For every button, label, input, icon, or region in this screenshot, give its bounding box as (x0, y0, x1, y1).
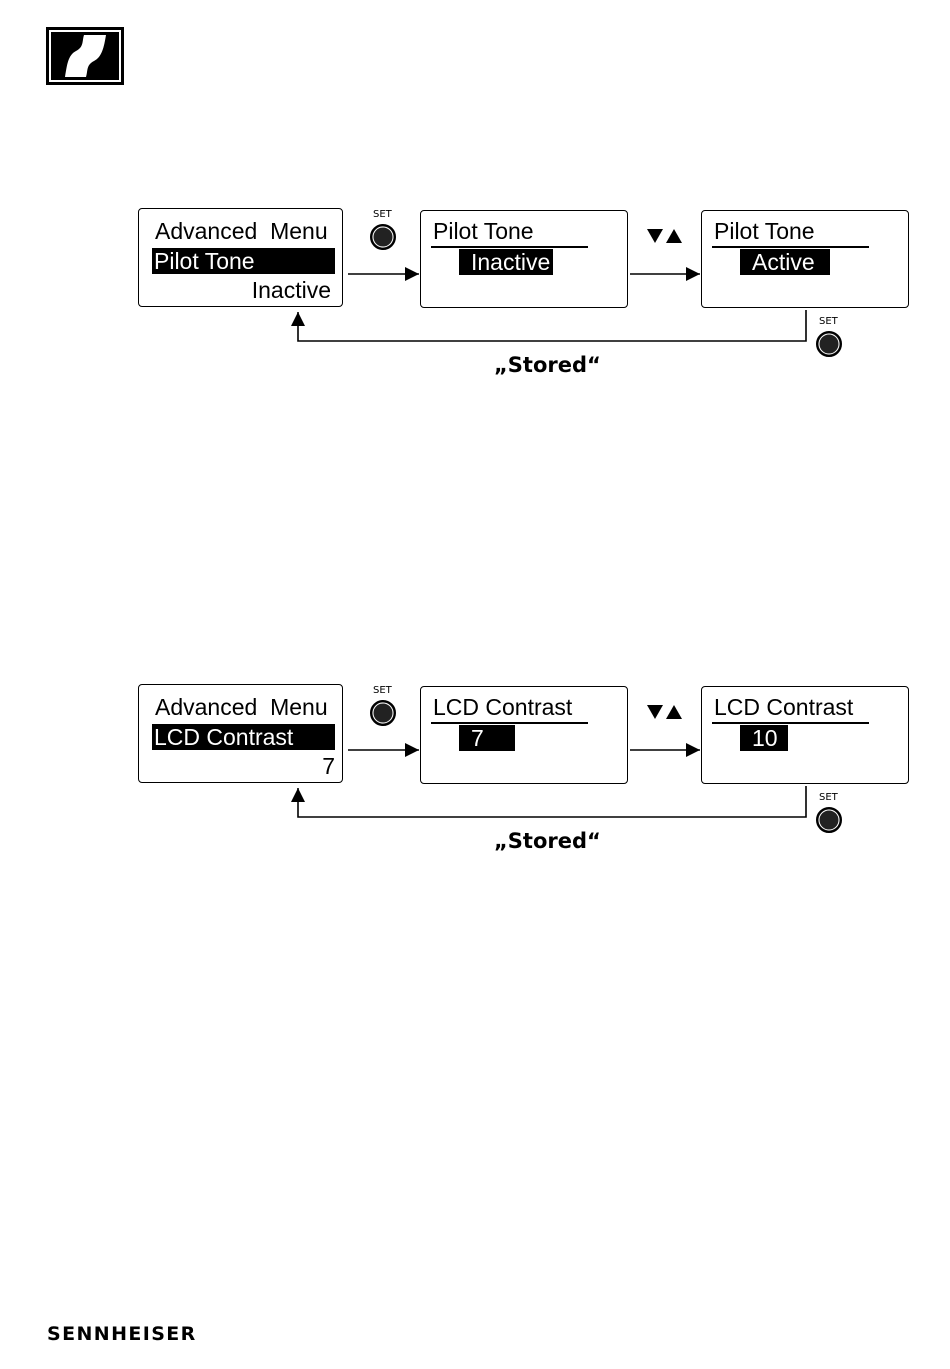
menu-title: Advanced Menu (155, 218, 328, 244)
return-arrow (298, 310, 806, 341)
set-label: SET (373, 209, 392, 221)
lcd-menu-screen: Advanced Menu Pilot Tone Inactive (138, 208, 343, 307)
pilot-tone-diagram: SET SET Advanced Menu Pilot Tone Inactiv… (0, 200, 950, 400)
edit-title: Pilot Tone (714, 218, 815, 244)
edit-value: Active (740, 249, 830, 275)
title-underline (712, 246, 869, 248)
edit-title: LCD Contrast (433, 694, 572, 720)
set-label: SET (373, 685, 392, 697)
menu-item-highlighted: Pilot Tone (152, 248, 335, 274)
edit-title: Pilot Tone (433, 218, 534, 244)
title-underline (431, 246, 588, 248)
title-underline (431, 722, 588, 724)
edit-title: LCD Contrast (714, 694, 853, 720)
menu-item-highlighted: LCD Contrast (152, 724, 335, 750)
down-up-triangles-icon (647, 229, 682, 243)
lcd-changed-screen: LCD Contrast 10 (701, 686, 909, 784)
edit-value: 7 (459, 725, 515, 751)
edit-value: Inactive (459, 249, 553, 275)
set-button-icon (817, 808, 841, 832)
set-button-icon (371, 701, 395, 725)
stored-label: „Stored“ (494, 829, 601, 853)
return-arrow (298, 786, 806, 817)
lcd-contrast-diagram: SET SET Advanced Menu LCD Contrast 7 LCD… (0, 676, 950, 876)
set-label: SET (819, 792, 838, 804)
down-up-triangles-icon (647, 705, 682, 719)
lcd-edit-screen: LCD Contrast 7 (420, 686, 628, 784)
menu-title: Advanced Menu (155, 694, 328, 720)
edit-value: 10 (740, 725, 788, 751)
title-underline (712, 722, 869, 724)
menu-value: Inactive (252, 277, 331, 303)
lcd-changed-screen: Pilot Tone Active (701, 210, 909, 308)
sennheiser-wordmark: SENNHEISER (47, 1323, 197, 1345)
sennheiser-logo (46, 27, 124, 90)
menu-value: 7 (322, 753, 335, 779)
stored-label: „Stored“ (494, 353, 601, 377)
set-label: SET (819, 316, 838, 328)
set-button-icon (371, 225, 395, 249)
lcd-menu-screen: Advanced Menu LCD Contrast 7 (138, 684, 343, 783)
lcd-edit-screen: Pilot Tone Inactive (420, 210, 628, 308)
set-button-icon (817, 332, 841, 356)
